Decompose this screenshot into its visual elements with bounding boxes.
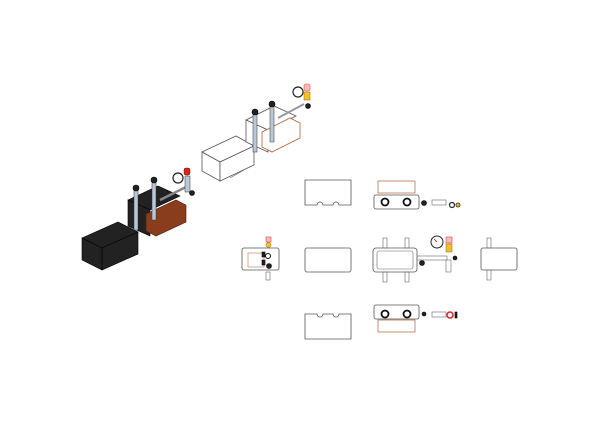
housing-outline: [372, 247, 418, 273]
valve: [261, 251, 266, 258]
safety-valve-cap: [183, 167, 191, 176]
brass-fitting: [455, 202, 461, 208]
valve: [261, 259, 266, 266]
pipe-port-1: [380, 309, 390, 319]
insulation-bottom-view: [304, 313, 352, 340]
assembly-left-view: [241, 236, 280, 281]
assembly-front-view: [372, 235, 458, 283]
pipe-cap-1: [132, 184, 140, 192]
heat-exchanger-outline: [376, 250, 414, 270]
housing-outline: [373, 304, 420, 320]
insulation-top-view: [304, 179, 352, 206]
housing-outline: [480, 247, 518, 271]
projection-line: [229, 169, 245, 179]
pressure-gauge-icon: [172, 172, 184, 184]
pipe-up-1: [382, 237, 388, 249]
connecting-pipe: [277, 103, 305, 119]
heat-exchanger-outline: [247, 252, 265, 268]
connecting-pipe: [159, 184, 189, 202]
safety-valve-cap: [445, 236, 453, 244]
isometric-light-assembly: [201, 83, 311, 182]
housing-side: [127, 199, 151, 237]
safety-valve-cap: [303, 83, 311, 92]
valve-body: [445, 259, 452, 273]
insulation-front-view: [304, 247, 352, 273]
pipe-cap-2: [268, 100, 276, 108]
pipe-cap-2: [150, 176, 158, 184]
insulation-box-front: [101, 231, 139, 271]
connecting-pipe: [416, 255, 448, 261]
pipe-port-1: [380, 197, 390, 207]
isometric-dark-assembly: [81, 167, 195, 271]
drain-valve: [305, 103, 311, 109]
brass-fitting: [303, 91, 311, 101]
pipe-down-2: [404, 271, 410, 283]
valve: [421, 200, 427, 206]
insulation-views: [304, 179, 352, 340]
pipe-down-1: [382, 271, 388, 283]
pipe-down: [486, 269, 492, 281]
drain-valve: [189, 190, 195, 196]
heat-exchanger: [261, 117, 301, 153]
pipe-port-2: [402, 197, 412, 207]
brass-fitting: [265, 242, 272, 248]
drain-valve: [454, 311, 458, 319]
assembly-top-view: [373, 180, 461, 210]
pipe-segment: [431, 311, 447, 318]
assembly-right-view: [480, 237, 518, 281]
insulation-box-front: [219, 145, 255, 182]
drain-valve: [266, 263, 272, 269]
port: [265, 253, 271, 259]
vertical-pipe-2: [269, 103, 275, 143]
safety-valve-ring: [446, 311, 454, 319]
brass-fitting: [445, 243, 453, 253]
vertical-pipe-2: [151, 179, 157, 221]
pipe-up: [486, 237, 492, 249]
assembly-bottom-view: [373, 304, 458, 333]
pressure-gauge-icon: [292, 86, 304, 98]
gauge-needle: [433, 238, 438, 243]
drain-valve: [452, 255, 458, 261]
valve: [421, 311, 427, 317]
valve: [419, 260, 425, 266]
heat-exchanger-outline: [377, 180, 416, 194]
safety-valve-cap: [265, 236, 272, 243]
heat-exchanger: [145, 199, 187, 237]
pipe-stub: [265, 271, 271, 281]
pipe-port-2: [402, 309, 412, 319]
pipe-cap-1: [251, 108, 259, 116]
heat-exchanger-outline: [377, 319, 416, 333]
gauge-port: [448, 201, 456, 209]
valve-body: [184, 175, 191, 193]
vertical-pipe-1: [133, 187, 139, 231]
vertical-pipe-1: [252, 111, 258, 153]
pipe-up-2: [404, 237, 410, 249]
pipe-segment: [431, 199, 447, 206]
